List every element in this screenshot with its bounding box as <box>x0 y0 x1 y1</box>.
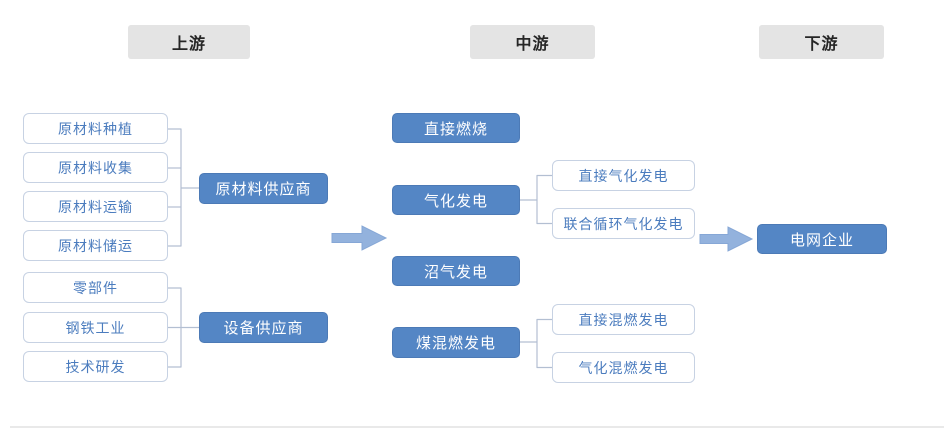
upstream-to-midstream-arrow-icon <box>331 225 388 251</box>
box-raw-material-planting: 原材料种植 <box>23 113 168 144</box>
box-direct-combustion: 直接燃烧 <box>392 113 520 143</box>
connector-raw-material-bracket <box>168 128 199 247</box>
box-grid-company: 电网企业 <box>757 224 887 254</box>
connector-gasification-bracket <box>520 174 552 225</box>
box-parts: 零部件 <box>23 272 168 303</box>
box-direct-gasification-power: 直接气化发电 <box>552 160 695 191</box>
box-raw-material-collection: 原材料收集 <box>23 152 168 183</box>
box-coal-cofiring-power: 煤混燃发电 <box>392 327 520 358</box>
box-gasification-cofiring-power: 气化混燃发电 <box>552 352 695 383</box>
header-downstream: 下游 <box>759 25 884 59</box>
box-biogas-power: 沼气发电 <box>392 256 520 286</box>
box-raw-material-storage: 原材料储运 <box>23 230 168 261</box>
box-combined-cycle-gasification-power: 联合循环气化发电 <box>552 208 695 239</box>
header-midstream: 中游 <box>470 25 595 59</box>
midstream-to-downstream-arrow-icon <box>699 226 754 252</box>
connector-equipment-bracket <box>168 287 199 368</box>
box-direct-cofiring-power: 直接混燃发电 <box>552 304 695 335</box>
box-raw-material-transport: 原材料运输 <box>23 191 168 222</box>
bottom-divider <box>10 426 944 428</box>
box-gasification-power: 气化发电 <box>392 185 520 215</box>
header-upstream: 上游 <box>128 25 250 59</box>
box-raw-material-supplier: 原材料供应商 <box>199 173 328 204</box>
box-equipment-supplier: 设备供应商 <box>199 312 328 343</box>
connector-cofiring-bracket <box>520 318 552 369</box>
box-steel-industry: 钢铁工业 <box>23 312 168 343</box>
box-technology-rd: 技术研发 <box>23 351 168 382</box>
